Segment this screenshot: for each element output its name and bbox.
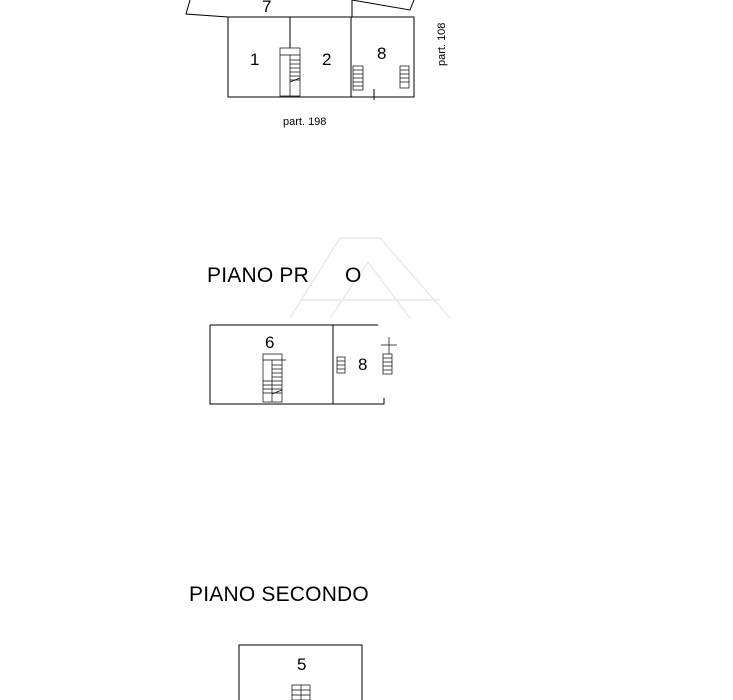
stair-symbol-room8-left xyxy=(352,65,364,91)
second-floor-plan: PIANO SECONDO 5 xyxy=(189,583,369,700)
floor-title-second: PIANO SECONDO xyxy=(189,583,369,606)
stair-symbol-room8-right xyxy=(399,65,410,89)
room-label-1: 1 xyxy=(250,50,259,69)
stair-symbol-room8-right xyxy=(381,337,397,375)
room-label-6: 6 xyxy=(265,333,274,352)
ground-floor-plan: 7 1 2 8 part. 198 part. 108 xyxy=(185,0,448,128)
ground-floor-outline-right xyxy=(351,0,415,11)
stair-symbol xyxy=(262,353,286,403)
ground-floor-block xyxy=(227,16,415,98)
room-label-8: 8 xyxy=(358,355,367,374)
floor-title-first: PIANO PR xyxy=(207,264,309,287)
room-label-2: 2 xyxy=(322,50,331,69)
parcel-label-198: part. 198 xyxy=(283,116,326,128)
room-label-8: 8 xyxy=(377,44,386,63)
watermark-logo xyxy=(289,237,451,319)
first-floor-plan: PIANO PR O xyxy=(207,264,397,405)
room-label-5: 5 xyxy=(297,655,306,674)
stair-symbol xyxy=(291,684,311,700)
stair-symbol-room8-left xyxy=(336,356,346,374)
room-label-7-top: 7 xyxy=(262,0,271,16)
floor-title-first-tail: O xyxy=(345,264,362,287)
second-floor-block xyxy=(238,644,363,700)
parcel-label-108: part. 108 xyxy=(436,23,448,66)
first-floor-block xyxy=(209,324,385,405)
stair-symbol xyxy=(279,47,301,97)
